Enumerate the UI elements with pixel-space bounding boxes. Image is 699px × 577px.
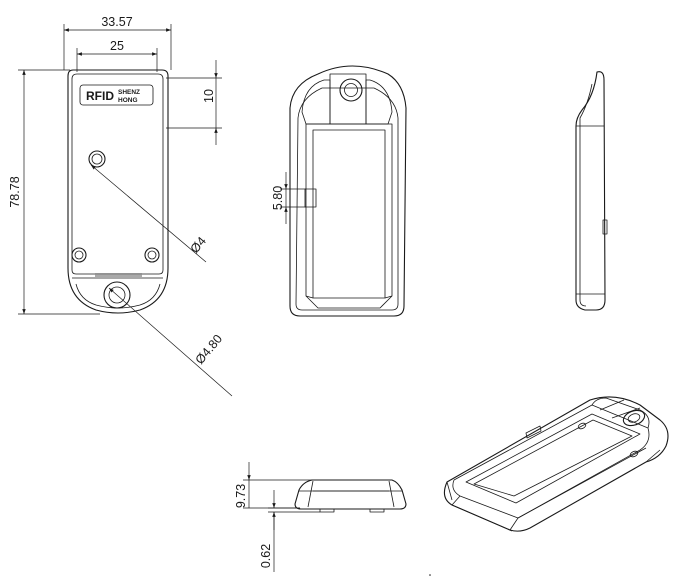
- front-mount-hole-outer: [103, 281, 131, 309]
- front-screw-hole-left-inner: [74, 250, 84, 260]
- back-outer-outline: [289, 65, 407, 317]
- bottom-foot-right: [369, 509, 385, 513]
- iso-top-hole-inner: [627, 413, 641, 423]
- side-outer-outline: [575, 71, 606, 311]
- bottom-edge-left: [307, 480, 314, 508]
- iso-outer-outline: [443, 396, 669, 532]
- iso-lug: [591, 397, 650, 429]
- iso-lug-lines: [599, 399, 641, 419]
- back-top-hole-outer: [339, 78, 363, 102]
- back-pocket-outer: [305, 123, 393, 309]
- iso-top-hole-outer: [622, 409, 646, 427]
- side-inner-line: [579, 83, 593, 307]
- back-top-block: [329, 73, 367, 125]
- iso-edge-lines: [446, 447, 661, 532]
- back-top-hole-inner: [344, 83, 358, 97]
- iso-top-face: [452, 404, 650, 519]
- front-screw-hole-left: [71, 247, 87, 263]
- isometric-view: [443, 396, 669, 532]
- dim-hole-small: Ø4: [188, 234, 209, 256]
- front-inner-frame: [71, 73, 164, 275]
- iso-screw-hole-1: [577, 422, 587, 430]
- bottom-foot-left: [319, 509, 335, 513]
- front-center-hole-outer: [88, 150, 106, 168]
- dim-overall-width: 33.57: [101, 15, 132, 29]
- front-view: RFID SHENZ HONG: [67, 69, 169, 314]
- dim-slot-width: 5.80: [271, 186, 285, 210]
- back-top-right-lug: [365, 79, 393, 125]
- back-view: [289, 65, 407, 317]
- back-top-left-lug: [301, 79, 331, 125]
- page-mark: [429, 574, 431, 576]
- bottom-view: [294, 479, 407, 513]
- front-outer-outline: [67, 69, 169, 314]
- iso-pocket: [465, 413, 641, 504]
- rfid-logo: RFID SHENZ HONG: [79, 84, 154, 106]
- front-screw-hole-right: [144, 247, 160, 263]
- iso-pocket-inner: [473, 419, 633, 497]
- front-mount-hole-inner: [108, 286, 126, 304]
- dim-hole-large: Ø4.80: [193, 332, 226, 367]
- bottom-view-dimensions: 9.73 0.62: [234, 462, 320, 572]
- dim-inner-width: 25: [110, 39, 124, 53]
- back-side-slot: [304, 188, 317, 208]
- dim-overall-height: 78.78: [8, 176, 22, 207]
- logo-left-text: RFID: [86, 89, 114, 103]
- back-shell-inner: [295, 87, 399, 311]
- bottom-outer-outline: [294, 479, 407, 510]
- iso-side-slot: [525, 425, 542, 439]
- iso-screw-hole-2: [629, 450, 639, 458]
- dim-base-offset: 0.62: [259, 544, 273, 568]
- side-view: [575, 71, 608, 311]
- bottom-edge-right: [388, 480, 395, 508]
- iso-corner-line: [451, 495, 461, 506]
- dim-body-thickness: 9.73: [234, 484, 248, 508]
- dim-label-height: 10: [202, 89, 216, 103]
- side-slot: [602, 219, 608, 235]
- front-screw-hole-right-inner: [147, 250, 157, 260]
- front-center-hole-inner: [91, 153, 103, 165]
- back-pocket-inner: [312, 129, 386, 299]
- front-view-dimensions: 33.57 25 10 78.78 Ø4 Ø4.80: [8, 15, 233, 397]
- back-view-dimensions: 5.80: [271, 172, 306, 224]
- logo-right-text-bottom: HONG: [118, 97, 138, 104]
- logo-right-text-top: SHENZ: [118, 89, 140, 96]
